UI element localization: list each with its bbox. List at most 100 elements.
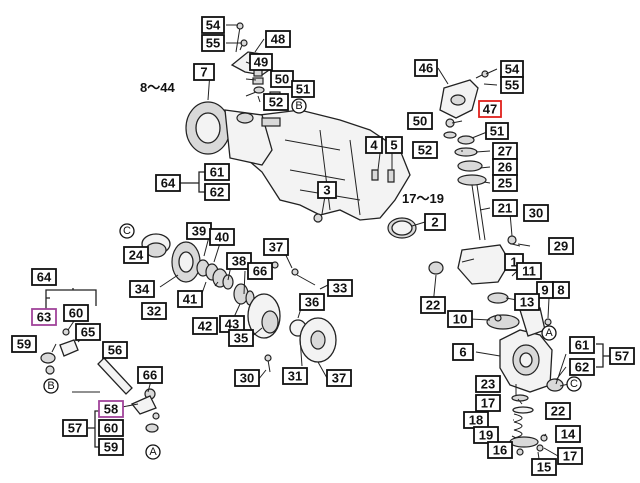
callout-49b: 50 <box>407 112 433 130</box>
svg-text:38: 38 <box>232 254 246 269</box>
svg-text:13: 13 <box>520 295 534 310</box>
callout-50b: 51 <box>485 122 509 140</box>
callout-59b: 60 <box>98 419 124 437</box>
callout-8: 8 <box>552 281 570 299</box>
svg-text:62: 62 <box>210 185 224 200</box>
svg-text:18: 18 <box>469 413 483 428</box>
callout-13: 14 <box>555 425 581 443</box>
svg-text:25: 25 <box>498 176 512 191</box>
svg-text:39: 39 <box>192 224 206 239</box>
svg-text:15: 15 <box>537 460 551 475</box>
svg-text:4: 4 <box>370 138 378 153</box>
svg-text:64: 64 <box>161 176 176 191</box>
svg-text:37: 37 <box>332 371 346 386</box>
svg-text:56: 56 <box>108 343 122 358</box>
callout-62: 63 <box>31 308 57 326</box>
callout-14: 15 <box>531 458 557 476</box>
callout-61b: 62 <box>569 358 595 376</box>
svg-text:52: 52 <box>269 95 283 110</box>
callout-19: 19 <box>473 426 499 444</box>
callout-35: 34 <box>129 280 155 298</box>
callout-41: 40 <box>209 228 235 246</box>
ref-c-right: C <box>566 376 582 392</box>
svg-text:41: 41 <box>183 292 197 307</box>
callout-4: 4 <box>365 136 383 154</box>
callout-59a: 60 <box>63 304 89 322</box>
callout-20: 21 <box>492 199 518 217</box>
svg-text:35: 35 <box>234 331 248 346</box>
svg-text:48: 48 <box>271 32 285 47</box>
svg-text:59: 59 <box>104 440 118 455</box>
svg-text:40: 40 <box>215 230 229 245</box>
callout-5: 5 <box>385 136 403 154</box>
callout-42: 41 <box>177 290 203 308</box>
svg-text:19: 19 <box>479 428 493 443</box>
svg-text:60: 60 <box>104 421 118 436</box>
callout-31: 30 <box>234 369 260 387</box>
svg-text:B: B <box>47 380 54 392</box>
callout-47: 48 <box>265 30 291 48</box>
svg-text:3: 3 <box>323 183 330 198</box>
callout-60a: 61 <box>204 163 230 181</box>
callout-29: 30 <box>523 204 549 222</box>
ref-c-left: C <box>119 223 135 239</box>
svg-text:60: 60 <box>69 306 83 321</box>
callout-45: 46 <box>414 59 438 77</box>
callout-16: 17 <box>557 447 583 465</box>
svg-text:29: 29 <box>554 239 568 254</box>
range-label-17-19: 17～19 <box>402 191 444 206</box>
svg-text:11: 11 <box>522 264 536 279</box>
svg-text:34: 34 <box>135 282 150 297</box>
svg-text:24: 24 <box>129 248 144 263</box>
callout-64: 65 <box>75 323 101 341</box>
svg-text:C: C <box>570 378 578 390</box>
svg-text:10: 10 <box>453 312 467 327</box>
svg-text:17: 17 <box>481 396 495 411</box>
callout-55: 56 <box>102 341 128 359</box>
steering-knuckle-drawing <box>499 307 564 393</box>
callout-54b: 55 <box>500 76 524 94</box>
callout-7: 7 <box>193 63 215 81</box>
callout-3: 3 <box>317 181 337 199</box>
svg-text:62: 62 <box>575 360 589 375</box>
svg-text:6: 6 <box>459 345 466 360</box>
svg-text:32: 32 <box>147 304 161 319</box>
callout-65: 66 <box>137 366 163 384</box>
svg-text:B: B <box>295 100 302 112</box>
knuckle-arm-drawing <box>428 70 520 330</box>
svg-text:65: 65 <box>81 325 95 340</box>
callout-11: 11 <box>516 262 542 280</box>
ref-a-right: A <box>541 325 557 341</box>
callout-39: 38 <box>226 252 252 270</box>
callout-54: 55 <box>201 34 225 52</box>
svg-text:57: 57 <box>68 421 82 436</box>
callout-25: 26 <box>492 158 518 176</box>
svg-text:46: 46 <box>419 61 433 76</box>
callout-63b: 64 <box>31 268 57 286</box>
svg-text:50: 50 <box>413 114 427 129</box>
ref-b-bottom: B <box>43 378 59 394</box>
callout-22: 22 <box>545 402 571 420</box>
svg-text:23: 23 <box>481 377 495 392</box>
callout-33: 32 <box>141 302 167 320</box>
svg-text:57: 57 <box>615 349 629 364</box>
callout-10: 10 <box>447 310 473 328</box>
callout-61a: 62 <box>204 183 230 201</box>
callout-12: 13 <box>514 293 540 311</box>
callout-66: 66 <box>247 262 273 280</box>
range-label-8-44: 8～44 <box>140 80 175 95</box>
callout-17: 17 <box>475 394 501 412</box>
callout-6: 6 <box>452 343 474 361</box>
callout-56b: 57 <box>62 419 88 437</box>
svg-text:5: 5 <box>390 138 397 153</box>
ref-a-left: A <box>145 444 161 460</box>
callout-30: 31 <box>282 367 308 385</box>
callout-37: 36 <box>299 293 325 311</box>
callout-56a: 57 <box>609 347 635 365</box>
svg-text:55: 55 <box>206 36 220 51</box>
svg-text:51: 51 <box>490 124 504 139</box>
svg-text:42: 42 <box>198 319 212 334</box>
callout-58b: 59 <box>98 438 124 456</box>
svg-text:26: 26 <box>498 160 512 175</box>
